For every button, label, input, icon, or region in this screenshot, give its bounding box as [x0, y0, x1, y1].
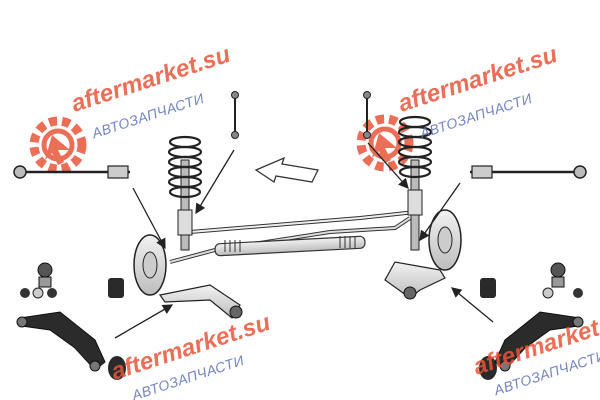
coil-spring-strut-left — [167, 135, 203, 251]
control-arm-left — [16, 311, 106, 372]
ball-joint-left — [20, 262, 57, 299]
lower-arm-installed-left — [158, 284, 243, 319]
lower-arm-installed-right — [384, 261, 446, 300]
watermark-logo-left — [29, 116, 87, 174]
coil-spring-strut-right — [397, 115, 433, 251]
pointer-arrows — [114, 142, 494, 339]
hub-right — [428, 209, 462, 271]
stabilizer-link-left — [231, 91, 239, 139]
ball-joint-right — [542, 262, 583, 299]
direction-arrow — [254, 156, 319, 184]
tie-rod-end-left — [13, 165, 130, 179]
stabilizer-link-right — [363, 91, 371, 139]
bushing-left — [108, 278, 126, 380]
bushing-right — [479, 278, 497, 380]
hub-left — [133, 234, 167, 296]
tie-rod-end-right — [470, 165, 587, 179]
control-arm-right — [494, 311, 584, 372]
front-subframe-axle — [169, 210, 416, 264]
